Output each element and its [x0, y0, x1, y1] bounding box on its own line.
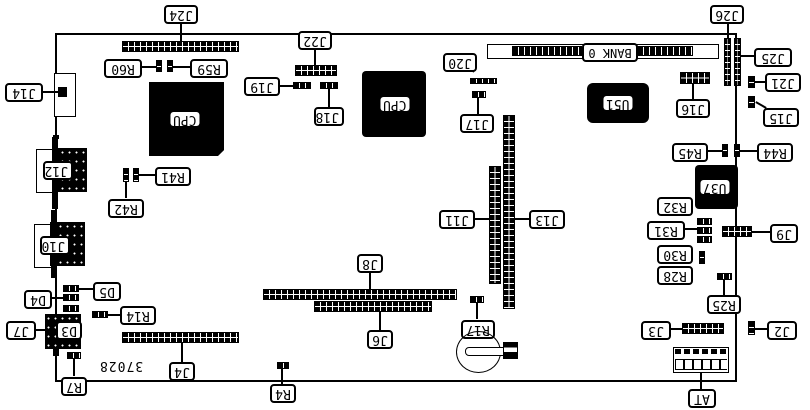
j9-header — [722, 226, 752, 237]
label-r41: R41 — [155, 167, 191, 186]
label-u37: U37 — [700, 180, 730, 195]
label-j22: J22 — [298, 31, 332, 50]
label-r4: R4 — [270, 384, 296, 403]
label-r25: R25 — [707, 295, 741, 314]
j10-outline — [34, 224, 55, 268]
label-j8: J8 — [357, 254, 383, 273]
label-r32: R32 — [657, 197, 693, 216]
label-cpu-left: CPU — [170, 112, 200, 127]
j24-header — [122, 41, 239, 52]
label-r44: R44 — [757, 143, 793, 162]
label-j19: J19 — [244, 77, 280, 96]
label-j7: J7 — [6, 321, 36, 340]
j12-outline — [36, 149, 57, 193]
label-d4: D4 — [24, 290, 52, 309]
d5-led — [63, 285, 79, 292]
label-r42: R42 — [108, 199, 144, 218]
label-j15: J15 — [763, 108, 799, 127]
j15-jumper — [748, 96, 755, 108]
label-j2: J2 — [767, 321, 797, 340]
label-r30: R30 — [657, 245, 693, 264]
r7-resistor — [67, 352, 81, 359]
label-u51: U51 — [603, 96, 633, 111]
r60-resistor — [156, 60, 162, 72]
r41-resistor — [133, 168, 139, 182]
r45-resistor — [722, 144, 728, 157]
j13-header — [503, 115, 515, 309]
j22-header — [295, 65, 337, 76]
label-j6: J6 — [367, 330, 393, 349]
j25-header — [734, 38, 741, 86]
r30-resistor — [697, 236, 712, 243]
label-r60: R60 — [104, 59, 142, 78]
label-at: AT — [688, 389, 716, 408]
label-j18: J18 — [314, 107, 344, 126]
r32-resistor — [697, 218, 712, 225]
label-j4: J4 — [169, 362, 195, 381]
label-r45: R45 — [672, 143, 708, 162]
j14-pins — [58, 87, 67, 97]
r59-resistor — [167, 60, 173, 72]
label-r31: R31 — [647, 221, 685, 240]
j20-header — [470, 78, 497, 84]
label-j25: J25 — [754, 48, 792, 67]
j4-header — [122, 332, 239, 343]
d3-led — [63, 305, 79, 312]
label-j14: J14 — [5, 83, 43, 102]
r25-resistor — [717, 273, 732, 280]
j2-jumper — [748, 321, 755, 335]
r14-resistor — [92, 311, 108, 318]
j8-slot — [263, 289, 457, 300]
label-bank0: BANK 0 — [582, 43, 638, 62]
label-j17: J17 — [460, 114, 494, 133]
label-j10: J10 — [40, 236, 70, 255]
label-j9: J9 — [770, 224, 798, 243]
j17-jumper — [472, 91, 486, 98]
r42-resistor — [123, 168, 129, 182]
label-j20: J20 — [443, 53, 477, 72]
j3-header — [682, 323, 724, 334]
r31-resistor — [697, 227, 712, 234]
label-j21: J21 — [765, 73, 801, 92]
r28-resistor — [699, 251, 705, 264]
j11-header — [489, 166, 501, 284]
label-j16: J16 — [676, 99, 710, 118]
label-j26: J26 — [710, 5, 744, 24]
r4-resistor — [277, 362, 289, 369]
j19-jumper — [293, 82, 311, 89]
j16-header — [680, 72, 710, 84]
j6-slot — [314, 301, 432, 312]
label-r7: R7 — [61, 377, 87, 396]
label-r14: R14 — [120, 306, 156, 325]
j18-jumper — [320, 82, 338, 89]
label-cpu-socket: CPU — [380, 97, 410, 112]
label-j12: J12 — [43, 161, 73, 180]
label-d3: D3 — [56, 321, 82, 340]
label-r59: R59 — [190, 59, 228, 78]
r44-resistor — [734, 144, 740, 157]
label-j24: J24 — [164, 5, 198, 24]
j21-jumper — [748, 76, 755, 88]
r17-resistor — [470, 296, 484, 303]
label-j3: J3 — [641, 321, 671, 340]
d4-led — [63, 294, 79, 301]
board-id: 37028 — [99, 358, 144, 373]
label-j13: J13 — [529, 210, 565, 229]
label-d5: D5 — [93, 282, 121, 301]
j26-header — [724, 38, 731, 86]
label-j11: J11 — [439, 210, 475, 229]
label-r28: R28 — [657, 266, 693, 285]
